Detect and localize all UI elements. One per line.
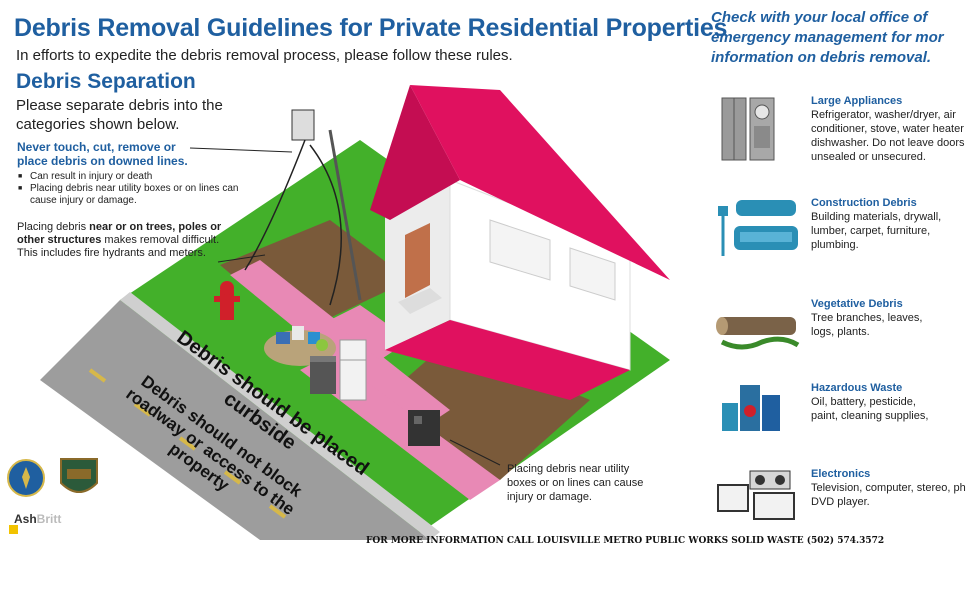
ashbritt-logo-mark bbox=[9, 525, 18, 534]
fire-hydrant-icon bbox=[214, 281, 240, 320]
door-steps bbox=[398, 288, 442, 314]
category-line: DVD player. bbox=[811, 496, 870, 508]
road-dashes bbox=[88, 368, 287, 519]
city-seal-logo bbox=[7, 459, 45, 497]
category-title: Vegetative Debris bbox=[811, 298, 903, 310]
separation-text: Please separate debris into the categori… bbox=[16, 97, 223, 133]
callout-line-2 bbox=[217, 254, 266, 263]
log-icon bbox=[716, 317, 800, 350]
category-text: Electronics Television, computer, stereo… bbox=[811, 467, 972, 509]
utility-note: Placing debris near utility boxes or on … bbox=[507, 463, 644, 503]
stove-icon bbox=[310, 356, 336, 394]
category-text: Hazardous Waste Oil, battery, pesticide,… bbox=[811, 381, 972, 423]
check-note-line: emergency management for mor bbox=[711, 29, 944, 46]
refrigerator-icon bbox=[339, 339, 367, 401]
utility-box-icon bbox=[408, 410, 440, 446]
intro-text: In efforts to expedite the debris remova… bbox=[16, 47, 513, 64]
callout-line-1 bbox=[189, 147, 293, 153]
trees-note-suffix: makes removal difficult. This includes f… bbox=[17, 234, 220, 259]
category-line: unsealed or unsecured. bbox=[811, 151, 926, 163]
utility-transformer bbox=[291, 109, 315, 141]
category-text: Large Appliances Refrigerator, washer/dr… bbox=[811, 94, 972, 164]
ashbritt-logo-text-faded: Britt bbox=[36, 512, 62, 526]
warning-heading: Never touch, cut, remove or place debris… bbox=[17, 140, 188, 168]
category-title: Large Appliances bbox=[811, 95, 903, 107]
emergency-management-note: Check with your local office of emergenc… bbox=[711, 8, 972, 68]
trees-note-prefix: Placing debris bbox=[17, 221, 90, 233]
chemicals-icon bbox=[722, 385, 780, 431]
category-text: Construction Debris Building materials, … bbox=[811, 196, 972, 252]
category-text: Vegetative Debris Tree branches, leaves,… bbox=[811, 297, 972, 339]
category-title: Electronics bbox=[811, 468, 871, 480]
category-line: paint, cleaning supplies, bbox=[811, 410, 929, 422]
category-title: Hazardous Waste bbox=[811, 382, 903, 394]
category-title: Construction Debris bbox=[811, 197, 917, 209]
category-line: Television, computer, stereo, ph bbox=[811, 482, 966, 494]
callout-line-3 bbox=[449, 439, 501, 466]
category-large-appliances: Large Appliances Refrigerator, washer/dr… bbox=[712, 94, 972, 174]
category-line: lumber, carpet, furniture, bbox=[811, 225, 931, 237]
category-line: conditioner, stove, water heater bbox=[811, 123, 964, 135]
category-hazardous-waste: Hazardous Waste Oil, battery, pesticide,… bbox=[712, 381, 972, 461]
house-window-2 bbox=[569, 247, 616, 301]
county-seal-logo bbox=[60, 458, 98, 493]
roadway bbox=[40, 300, 430, 540]
category-line: Refrigerator, washer/dryer, air bbox=[811, 109, 956, 121]
trees-note: Placing debris near or on trees, poles o… bbox=[17, 221, 227, 260]
warning-bullet: Can result in injury or death bbox=[18, 171, 258, 183]
appliances-icon bbox=[721, 97, 775, 161]
check-note-line: Check with your local office of bbox=[711, 9, 928, 26]
electronics-icon bbox=[717, 470, 795, 520]
house-window-1 bbox=[489, 219, 551, 281]
category-electronics: Electronics Television, computer, stereo… bbox=[712, 467, 972, 547]
trees-note-bold: near or on trees, poles or other structu… bbox=[17, 221, 222, 246]
page-title: Debris Removal Guidelines for Private Re… bbox=[14, 14, 728, 42]
category-construction-debris: Construction Debris Building materials, … bbox=[712, 196, 972, 276]
downed-line bbox=[244, 139, 306, 271]
category-line: Building materials, drywall, bbox=[811, 211, 942, 223]
category-line: logs, plants. bbox=[811, 326, 870, 338]
house-base bbox=[385, 320, 630, 400]
house-roof-front bbox=[370, 85, 460, 220]
category-line: Oil, battery, pesticide, bbox=[811, 396, 916, 408]
house-roof bbox=[410, 85, 670, 280]
power-line bbox=[309, 144, 342, 306]
category-line: Tree branches, leaves, bbox=[811, 312, 923, 324]
house-door bbox=[405, 223, 430, 298]
category-line: dishwasher. Do not leave doors bbox=[811, 137, 965, 149]
house-scene-illustration bbox=[40, 85, 670, 540]
warning-bullet: Placing debris near utility boxes or on … bbox=[18, 183, 258, 207]
curb bbox=[120, 292, 440, 540]
ashbritt-logo-text: Ash bbox=[14, 512, 37, 526]
utility-pole bbox=[328, 129, 362, 301]
ashbritt-logo: AshBritt bbox=[14, 512, 61, 526]
warning-list: Can result in injury or death Placing de… bbox=[18, 171, 258, 207]
separation-heading: Debris Separation bbox=[16, 70, 196, 93]
category-line: plumbing. bbox=[811, 239, 859, 251]
footer-contact: FOR MORE INFORMATION CALL LOUISVILLE MET… bbox=[366, 536, 885, 546]
furniture-icon bbox=[718, 200, 798, 256]
category-vegetative-debris: Vegetative Debris Tree branches, leaves,… bbox=[712, 297, 972, 377]
check-note-line: information on debris removal. bbox=[711, 49, 932, 66]
dirt-patch-side bbox=[370, 340, 590, 480]
